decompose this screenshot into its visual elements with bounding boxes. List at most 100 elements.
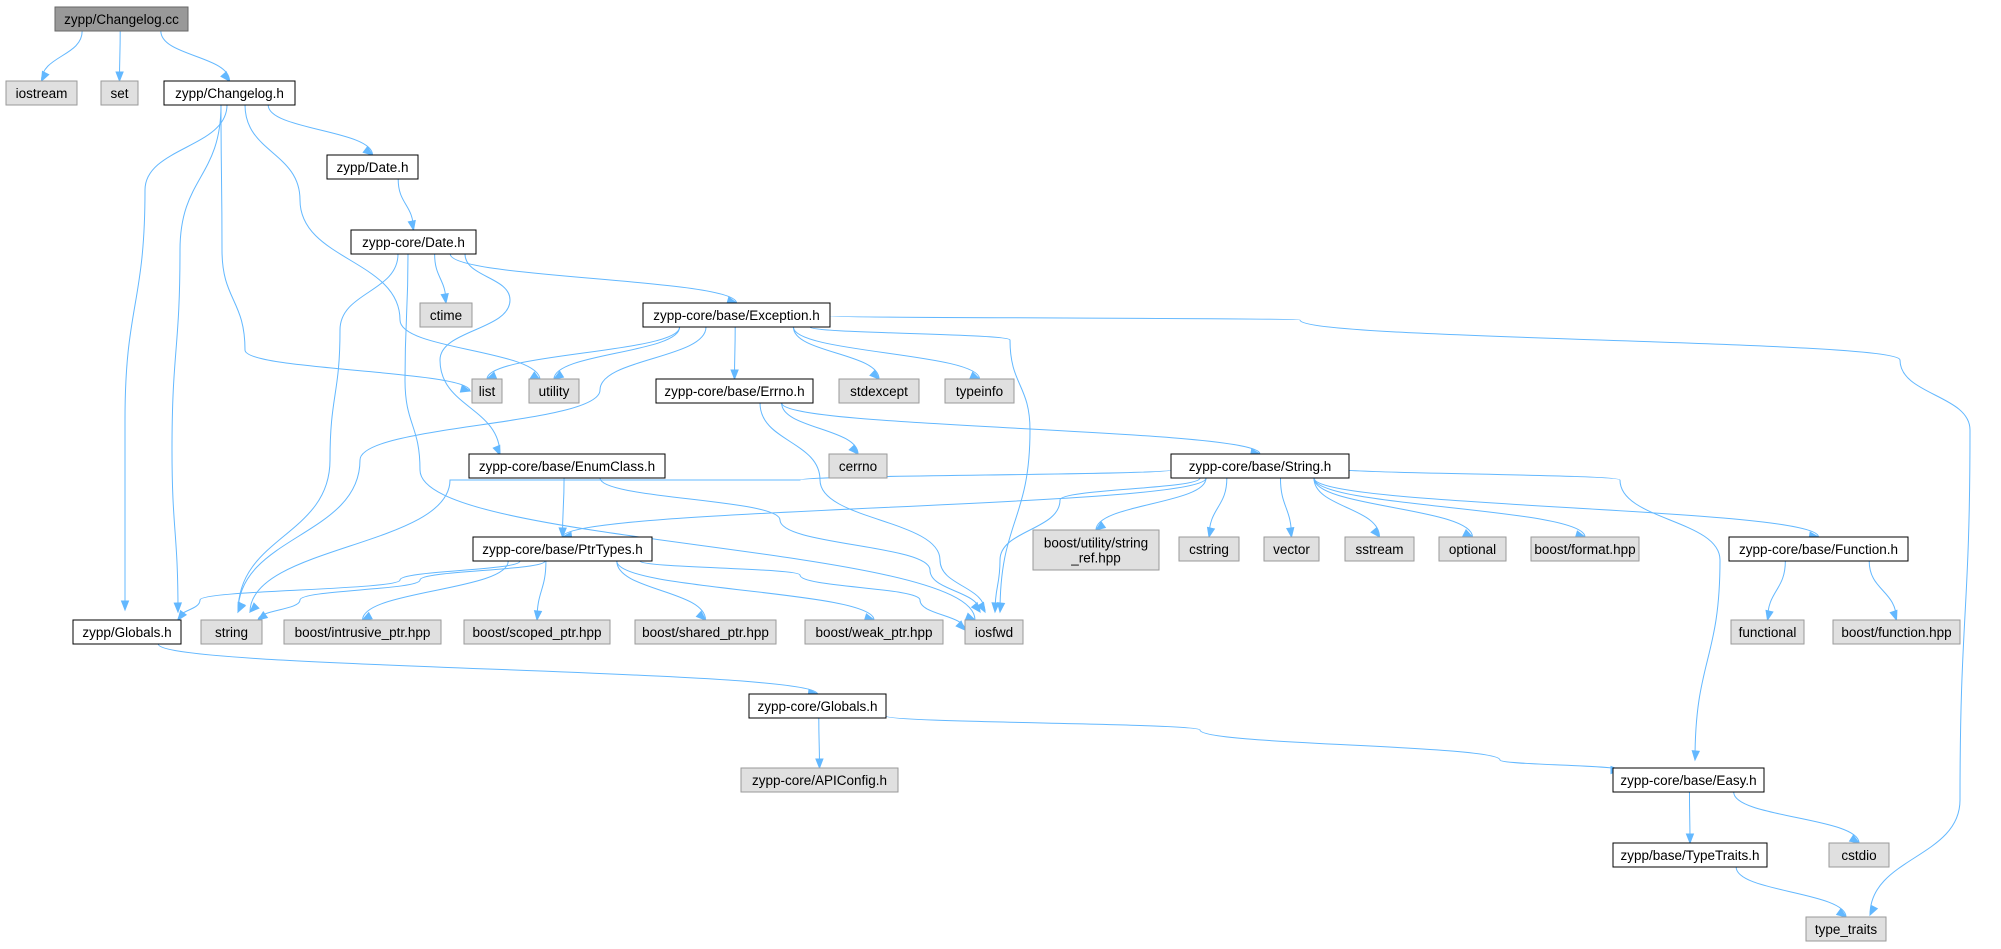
edge-arrowhead bbox=[1765, 609, 1774, 622]
node-label: zypp-core/base/PtrTypes.h bbox=[482, 542, 643, 557]
node-zypp-core-base-exception-h[interactable]: zypp-core/base/Exception.h bbox=[642, 302, 831, 328]
edge-zypp-changelog-cc-to-zypp-changelog-h bbox=[160, 30, 231, 83]
edge-line bbox=[759, 402, 986, 613]
edge-arrowhead bbox=[1370, 526, 1381, 539]
node-zypp-globals-h[interactable]: zypp/Globals.h bbox=[72, 619, 182, 645]
edge-arrowhead bbox=[115, 71, 124, 83]
edge-arrowhead bbox=[996, 602, 1006, 614]
edge-arrowhead bbox=[177, 609, 188, 622]
edge-zypp-changelog-cc-to-set bbox=[115, 30, 124, 83]
edge-zypp-core-base-exception-h-to-iosfwd bbox=[809, 326, 1031, 614]
edge-line bbox=[1329, 467, 1721, 761]
node-zypp-core-globals-h[interactable]: zypp-core/Globals.h bbox=[748, 693, 887, 719]
edge-zypp-changelog-h-to-zypp-globals-h bbox=[120, 104, 228, 612]
node-box bbox=[1612, 842, 1768, 868]
node-string: string bbox=[200, 619, 263, 645]
node-box bbox=[54, 6, 189, 32]
node-boost-intrusive-ptr-hpp: boost/intrusive_ptr.hpp bbox=[283, 619, 442, 645]
node-zypp-core-base-function-h[interactable]: zypp-core/base/Function.h bbox=[1728, 536, 1909, 562]
node-label: functional bbox=[1739, 625, 1797, 640]
node-label: sstream bbox=[1355, 542, 1403, 557]
edge-line bbox=[160, 30, 230, 82]
node-list: list bbox=[471, 378, 503, 404]
node-zypp-date-h[interactable]: zypp/Date.h bbox=[326, 154, 419, 180]
node-box bbox=[740, 767, 899, 793]
node-label: zypp-core/base/String.h bbox=[1189, 459, 1332, 474]
edge-arrowhead bbox=[459, 384, 472, 393]
node-label: iostream bbox=[16, 86, 68, 101]
edge-zypp-core-base-easy-h-to-cstdio bbox=[1733, 791, 1861, 844]
edge-zypp-core-base-ptrtypes-h-to-boost-intrusive-ptr-hpp bbox=[361, 560, 509, 621]
edge-line bbox=[1735, 866, 1847, 918]
edge-zypp-globals-h-to-zypp-core-globals-h bbox=[157, 643, 819, 698]
edge-arrowhead bbox=[869, 369, 881, 380]
node-box bbox=[163, 80, 296, 106]
edge-zypp-core-base-ptrtypes-h-to-zypp-globals-h bbox=[177, 560, 521, 622]
edge-zypp-core-base-string-h-to-boost-format-hpp bbox=[1313, 477, 1587, 539]
node-zypp-core-base-errno-h[interactable]: zypp-core/base/Errno.h bbox=[655, 378, 814, 404]
node-zypp-core-base-enumclass-h[interactable]: zypp-core/base/EnumClass.h bbox=[468, 453, 666, 479]
node-zypp-core-base-ptrtypes-h[interactable]: zypp-core/base/PtrTypes.h bbox=[472, 536, 653, 562]
node-label: ctime bbox=[430, 308, 462, 323]
edge-zypp-core-base-string-h-to-string bbox=[249, 469, 1172, 613]
edge-arrowhead bbox=[237, 601, 247, 614]
node-label: iosfwd bbox=[975, 625, 1013, 640]
node-label: boost/intrusive_ptr.hpp bbox=[295, 625, 431, 640]
edge-arrowhead bbox=[256, 611, 269, 621]
node-box bbox=[748, 693, 887, 719]
edge-line bbox=[362, 560, 509, 621]
edge-arrowhead bbox=[1848, 834, 1861, 844]
node-label: zypp-core/base/Errno.h bbox=[664, 384, 804, 399]
edge-arrowhead bbox=[407, 219, 416, 232]
node-label: zypp-core/base/Exception.h bbox=[653, 308, 820, 323]
node-box bbox=[463, 619, 611, 645]
edge-line bbox=[829, 315, 1971, 916]
node-boost-format-hpp: boost/format.hpp bbox=[1530, 536, 1640, 562]
node-zypp-core-date-h[interactable]: zypp-core/Date.h bbox=[350, 229, 477, 255]
node-label: _ref.hpp bbox=[1070, 551, 1121, 566]
node-iosfwd: iosfwd bbox=[964, 619, 1024, 645]
edge-line bbox=[1868, 560, 1897, 621]
edge-arrowhead bbox=[220, 71, 231, 83]
node-box bbox=[350, 229, 477, 255]
node-label: string bbox=[215, 625, 248, 640]
edge-zypp-core-base-exception-h-to-type-traits bbox=[829, 315, 1971, 917]
node-label: zypp-core/base/Function.h bbox=[1739, 542, 1898, 557]
node-box bbox=[838, 378, 920, 404]
edge-arrowhead bbox=[1889, 609, 1898, 622]
edge-arrowhead bbox=[991, 602, 1000, 614]
node-box bbox=[1828, 842, 1890, 868]
node-boost-scoped-ptr-hpp: boost/scoped_ptr.hpp bbox=[463, 619, 611, 645]
node-boost-weak-ptr-hpp: boost/weak_ptr.hpp bbox=[804, 619, 944, 645]
node-stdexcept: stdexcept bbox=[838, 378, 920, 404]
edge-zypp-core-base-exception-h-to-list bbox=[485, 326, 681, 380]
edge-arrowhead bbox=[1286, 527, 1295, 539]
node-label: boost/weak_ptr.hpp bbox=[815, 625, 932, 640]
node-box bbox=[1032, 529, 1160, 571]
node-zypp-changelog-cc[interactable]: zypp/Changelog.cc bbox=[54, 6, 189, 32]
edge-zypp-changelog-h-to-zypp-date-h bbox=[267, 104, 374, 156]
nodes-layer: zypp/Changelog.cc iostream set zypp/Changel… bbox=[5, 6, 1961, 942]
node-zypp-base-typetraits-h[interactable]: zypp/base/TypeTraits.h bbox=[1612, 842, 1768, 868]
edge-line bbox=[237, 326, 707, 613]
node-cerrno: cerrno bbox=[828, 453, 888, 479]
node-box bbox=[1344, 536, 1415, 562]
node-zypp-core-base-string-h[interactable]: zypp-core/base/String.h bbox=[1170, 453, 1350, 479]
edge-line bbox=[237, 253, 399, 613]
edge-arrowhead bbox=[1094, 520, 1107, 531]
edge-line bbox=[404, 253, 976, 621]
node-zypp-changelog-h[interactable]: zypp/Changelog.h bbox=[163, 80, 296, 106]
edge-zypp-core-base-exception-h-to-zypp-core-base-errno-h bbox=[730, 326, 739, 381]
edge-line bbox=[792, 326, 980, 380]
edge-line bbox=[244, 104, 541, 381]
node-set: set bbox=[100, 80, 139, 106]
edge-line bbox=[220, 104, 471, 392]
node-box bbox=[634, 619, 777, 645]
edge-zypp-core-base-string-h-to-iosfwd bbox=[991, 477, 1201, 614]
edge-arrowhead bbox=[40, 70, 50, 83]
node-boost-shared-ptr-hpp: boost/shared_ptr.hpp bbox=[634, 619, 777, 645]
edge-zypp-core-base-ptrtypes-h-to-boost-scoped-ptr-hpp bbox=[533, 560, 547, 622]
node-zypp-core-base-easy-h[interactable]: zypp-core/base/Easy.h bbox=[1612, 767, 1765, 793]
node-box bbox=[1728, 536, 1909, 562]
edge-zypp-core-date-h-to-ctime bbox=[434, 253, 449, 305]
